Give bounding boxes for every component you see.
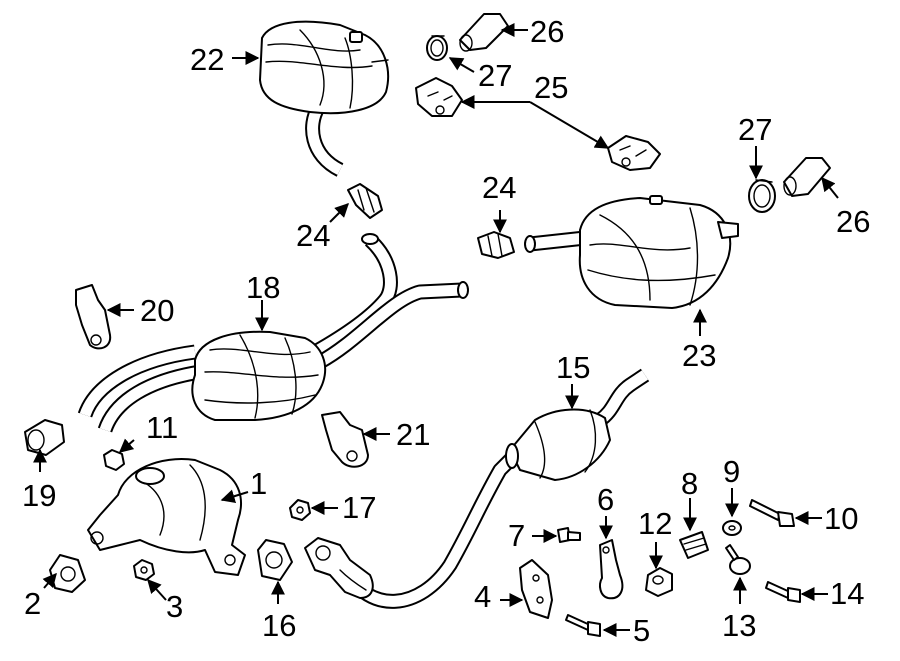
hanger-25-right <box>607 135 661 171</box>
callout-8: 8 <box>681 466 698 501</box>
callout-7: 7 <box>508 518 525 553</box>
bolt-10 <box>749 499 795 527</box>
hanger-bracket-21 <box>321 411 369 468</box>
center-catalytic-converter <box>505 408 611 481</box>
nut-11 <box>103 449 125 471</box>
callout-27-right: 27 <box>738 112 772 147</box>
front-catalytic-converter <box>87 458 246 576</box>
callout-26-right: 26 <box>836 204 870 239</box>
rear-muffler-left <box>259 20 390 115</box>
gasket-16 <box>257 539 293 581</box>
exhaust-tip-26-upper <box>459 13 509 52</box>
clamp-ring-27-right <box>748 179 776 213</box>
bushing-8 <box>679 531 709 559</box>
callout-1: 1 <box>250 466 267 501</box>
callout-numbers: 1 2 3 4 5 6 7 8 9 10 11 12 13 14 15 16 1… <box>22 14 870 648</box>
clamp-sleeve-19 <box>24 419 65 456</box>
bolt-14 <box>765 581 801 603</box>
leader-arrows <box>33 23 839 637</box>
callout-26-upper: 26 <box>530 14 564 49</box>
bolt-13 <box>725 544 751 575</box>
nut-3 <box>133 559 155 581</box>
rear-muffler-right <box>578 195 739 309</box>
main-exhaust-pipe <box>77 104 650 609</box>
callout-17: 17 <box>342 490 376 525</box>
washer-9 <box>722 520 742 536</box>
callout-10: 10 <box>824 501 858 536</box>
callout-24-right: 24 <box>482 170 516 205</box>
center-resonator <box>191 330 327 421</box>
clamp-ring-27-upper <box>426 35 448 61</box>
callout-22: 22 <box>190 42 224 77</box>
callout-2: 2 <box>24 586 41 621</box>
bushing-12 <box>645 567 673 597</box>
callout-21: 21 <box>396 417 430 452</box>
callout-16: 16 <box>262 608 296 643</box>
callout-18: 18 <box>246 270 280 305</box>
hanger-25-left <box>415 77 463 117</box>
callout-19: 19 <box>22 478 56 513</box>
front-pipe-with-flange <box>304 537 374 599</box>
callout-3: 3 <box>166 589 183 624</box>
bolt-7 <box>557 527 581 543</box>
bracket-4 <box>519 559 553 619</box>
nut-17 <box>289 499 311 521</box>
clamp-24-right <box>477 231 515 259</box>
callout-9: 9 <box>723 454 740 489</box>
callout-13: 13 <box>722 608 756 643</box>
callout-14: 14 <box>830 576 864 611</box>
callout-20: 20 <box>140 293 174 328</box>
clamp-24-upper <box>347 183 383 219</box>
callout-12: 12 <box>638 506 672 541</box>
exhaust-tip-26-right <box>783 157 831 197</box>
bolt-5 <box>565 614 601 637</box>
hanger-6 <box>599 539 624 600</box>
callout-23: 23 <box>682 338 716 373</box>
callout-5: 5 <box>633 613 650 648</box>
callout-25: 25 <box>534 70 568 105</box>
callout-24-upper: 24 <box>296 218 330 253</box>
callout-4: 4 <box>474 579 491 614</box>
callout-11: 11 <box>146 410 178 445</box>
hanger-bracket-20 <box>75 284 112 350</box>
callout-6: 6 <box>597 482 614 517</box>
callout-15: 15 <box>556 350 590 385</box>
callout-27-upper: 27 <box>478 58 512 93</box>
